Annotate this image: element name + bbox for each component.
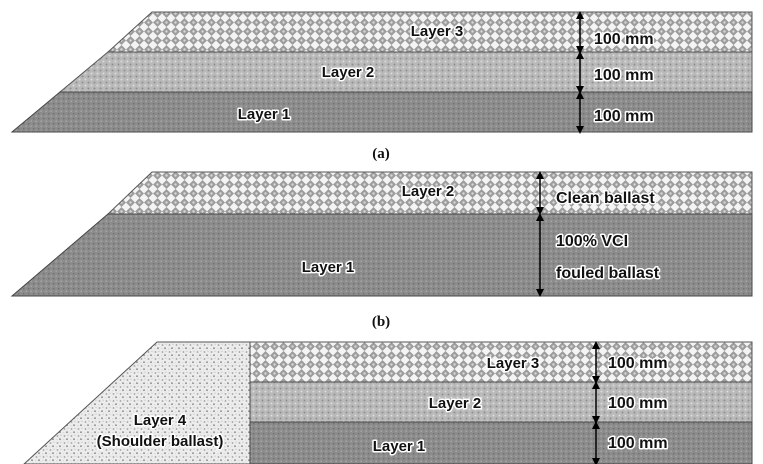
panel-c-dim-label-2: 100 mm xyxy=(608,395,668,412)
panel-b-layer1-label: Layer 1 xyxy=(302,259,355,276)
panel-a-layer3-label: Layer 3 xyxy=(411,23,464,40)
panel-c-layer3-label: Layer 3 xyxy=(487,355,540,372)
panel-c: Layer 4 (Shoulder ballast) Layer 3 Layer… xyxy=(23,341,753,464)
panel-b-dim-label-bottom-2: fouled ballast xyxy=(556,265,660,282)
panel-b-dim-label-top: Clean ballast xyxy=(556,190,655,207)
panel-b-dim-label-bottom-1: 100% VCI xyxy=(556,233,628,250)
panel-c-layer1 xyxy=(249,421,753,464)
panel-c-layer1-label: Layer 1 xyxy=(373,438,426,455)
panel-b-layer2-label: Layer 2 xyxy=(402,183,455,200)
panel-a: Layer 3 Layer 2 Layer 1 100 mm 100 mm 10… xyxy=(10,11,753,162)
panel-a-dim-label-2: 100 mm xyxy=(594,67,654,84)
panel-a-dim-label-1: 100 mm xyxy=(594,108,654,125)
panel-b-caption: (b) xyxy=(372,314,390,330)
panel-c-layer2-label: Layer 2 xyxy=(429,395,482,412)
panel-a-layer1-label: Layer 1 xyxy=(238,106,291,123)
panel-c-dim-label-3: 100 mm xyxy=(608,355,668,372)
panel-a-caption: (a) xyxy=(372,146,390,162)
panel-c-layer2 xyxy=(249,381,753,423)
panel-a-dim-label-3: 100 mm xyxy=(594,31,654,48)
panel-c-layer4-label-1: Layer 4 xyxy=(134,412,187,429)
panel-c-layer4-label-2: (Shoulder ballast) xyxy=(97,433,224,450)
panel-b: Layer 2 Layer 1 Clean ballast 100% VCI f… xyxy=(10,171,753,330)
panel-a-layer1 xyxy=(10,91,753,133)
panel-c-layer4-shoulder xyxy=(23,341,251,464)
panel-b-layer1 xyxy=(10,213,753,297)
panel-c-dim-label-1: 100 mm xyxy=(608,435,668,452)
panel-a-layer2-label: Layer 2 xyxy=(322,64,375,81)
